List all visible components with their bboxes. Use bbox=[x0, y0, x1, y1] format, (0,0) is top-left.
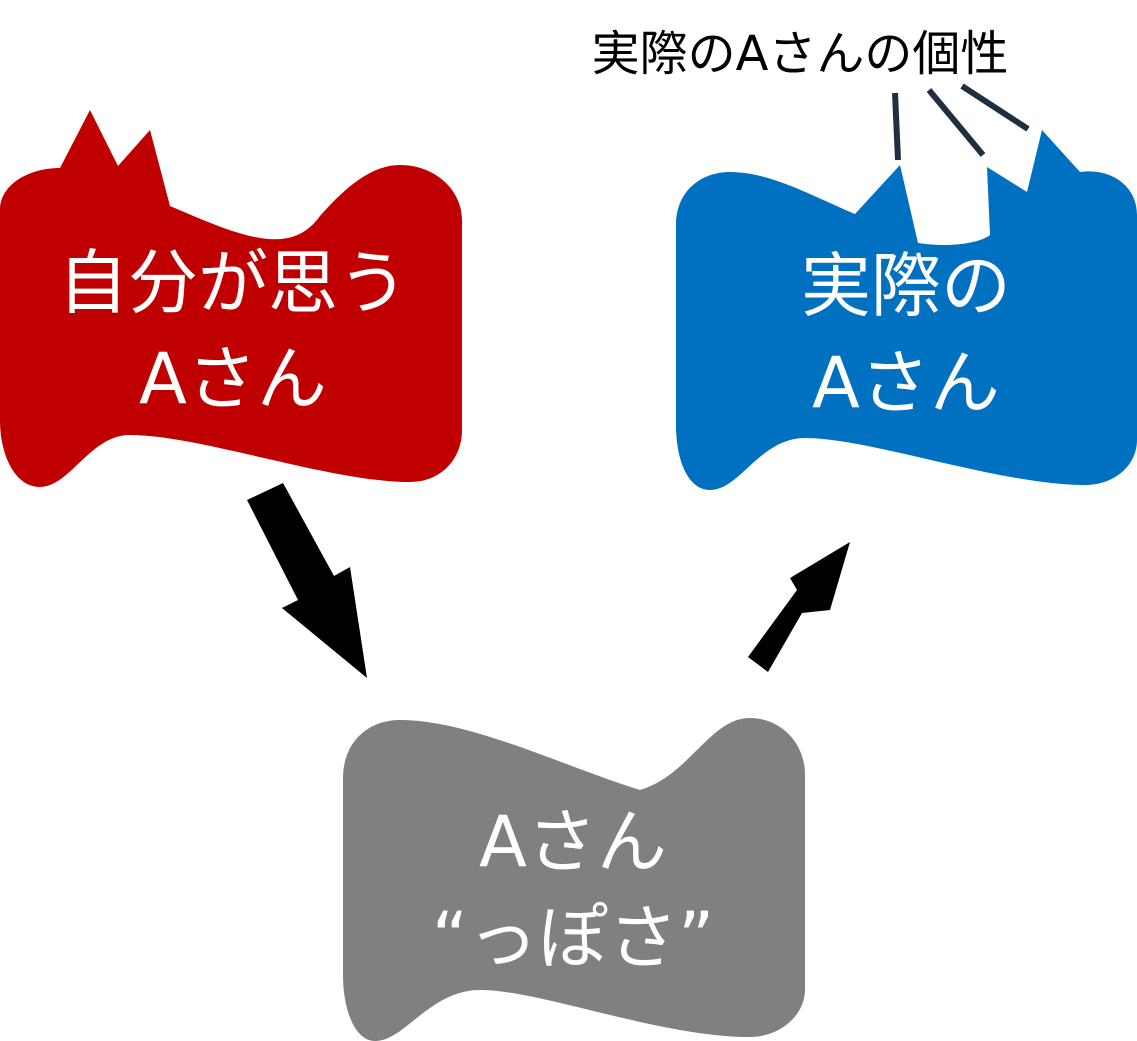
self-image-label-line2: Aさん bbox=[139, 338, 327, 420]
arrow-self-to-impression bbox=[247, 483, 367, 678]
callout-label: 実際のAさんの個性 bbox=[592, 26, 1009, 82]
callout-pointers bbox=[892, 83, 1030, 161]
arrow-impression-to-actual bbox=[748, 542, 850, 672]
impression-shape bbox=[343, 718, 805, 1041]
actual-shape bbox=[676, 130, 1137, 490]
impression-label-line2: “っぽさ” bbox=[432, 897, 715, 979]
callout-pointer-line-3 bbox=[960, 83, 1030, 132]
impression-node: Aさん “っぽさ” bbox=[343, 718, 805, 1041]
callout-pointer-line-1 bbox=[892, 92, 901, 161]
self-image-node: 自分が思う Aさん bbox=[0, 110, 462, 487]
self-image-label-line1: 自分が思う bbox=[58, 242, 408, 324]
self-image-shape bbox=[0, 110, 462, 487]
impression-label-line1: Aさん bbox=[479, 801, 667, 883]
actual-node: 実際の Aさん bbox=[676, 130, 1137, 490]
actual-label-line1: 実際の bbox=[801, 245, 1011, 327]
actual-label-line2: Aさん bbox=[812, 342, 1000, 424]
callout-pointer-line-2 bbox=[926, 88, 986, 157]
